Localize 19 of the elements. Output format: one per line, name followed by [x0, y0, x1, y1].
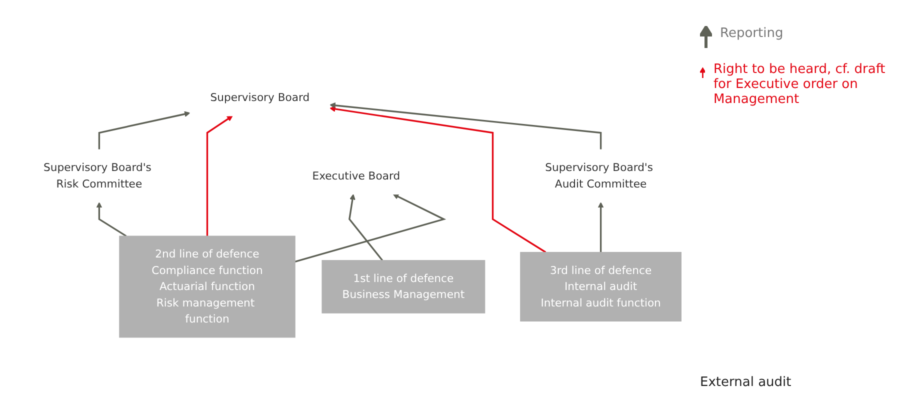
arrow [96, 202, 127, 236]
legend-text: Reporting [720, 26, 784, 41]
arrow [330, 106, 546, 253]
arrow [330, 102, 602, 150]
node-text: Supervisory Board [210, 90, 310, 104]
node-box [119, 235, 296, 338]
arrow [294, 194, 446, 262]
node-text: Supervisory Board's Audit Committee [545, 160, 654, 190]
arrow [98, 110, 190, 150]
node-box [520, 252, 682, 322]
legend-text: Right to be heard, cf. draft for Executive order on Management [713, 62, 886, 107]
arrow [598, 202, 604, 252]
external-audit-label: External audit [700, 375, 792, 390]
arrow [348, 194, 384, 261]
node-box [322, 260, 486, 313]
arrow [206, 115, 233, 236]
node-text: Executive Board [312, 168, 400, 182]
org-chart: Supervisory Board Supervisory Board's Risk Committee Supervisory Board's Audit Committee Executive Board 1st line of defence Business Management 2nd line of defence Compliance function Actuarial function Risk management function 3rd line of defence Internal audit Internal audit function [6, 74, 694, 342]
node-text: Supervisory Board's Risk Committee [44, 160, 152, 190]
